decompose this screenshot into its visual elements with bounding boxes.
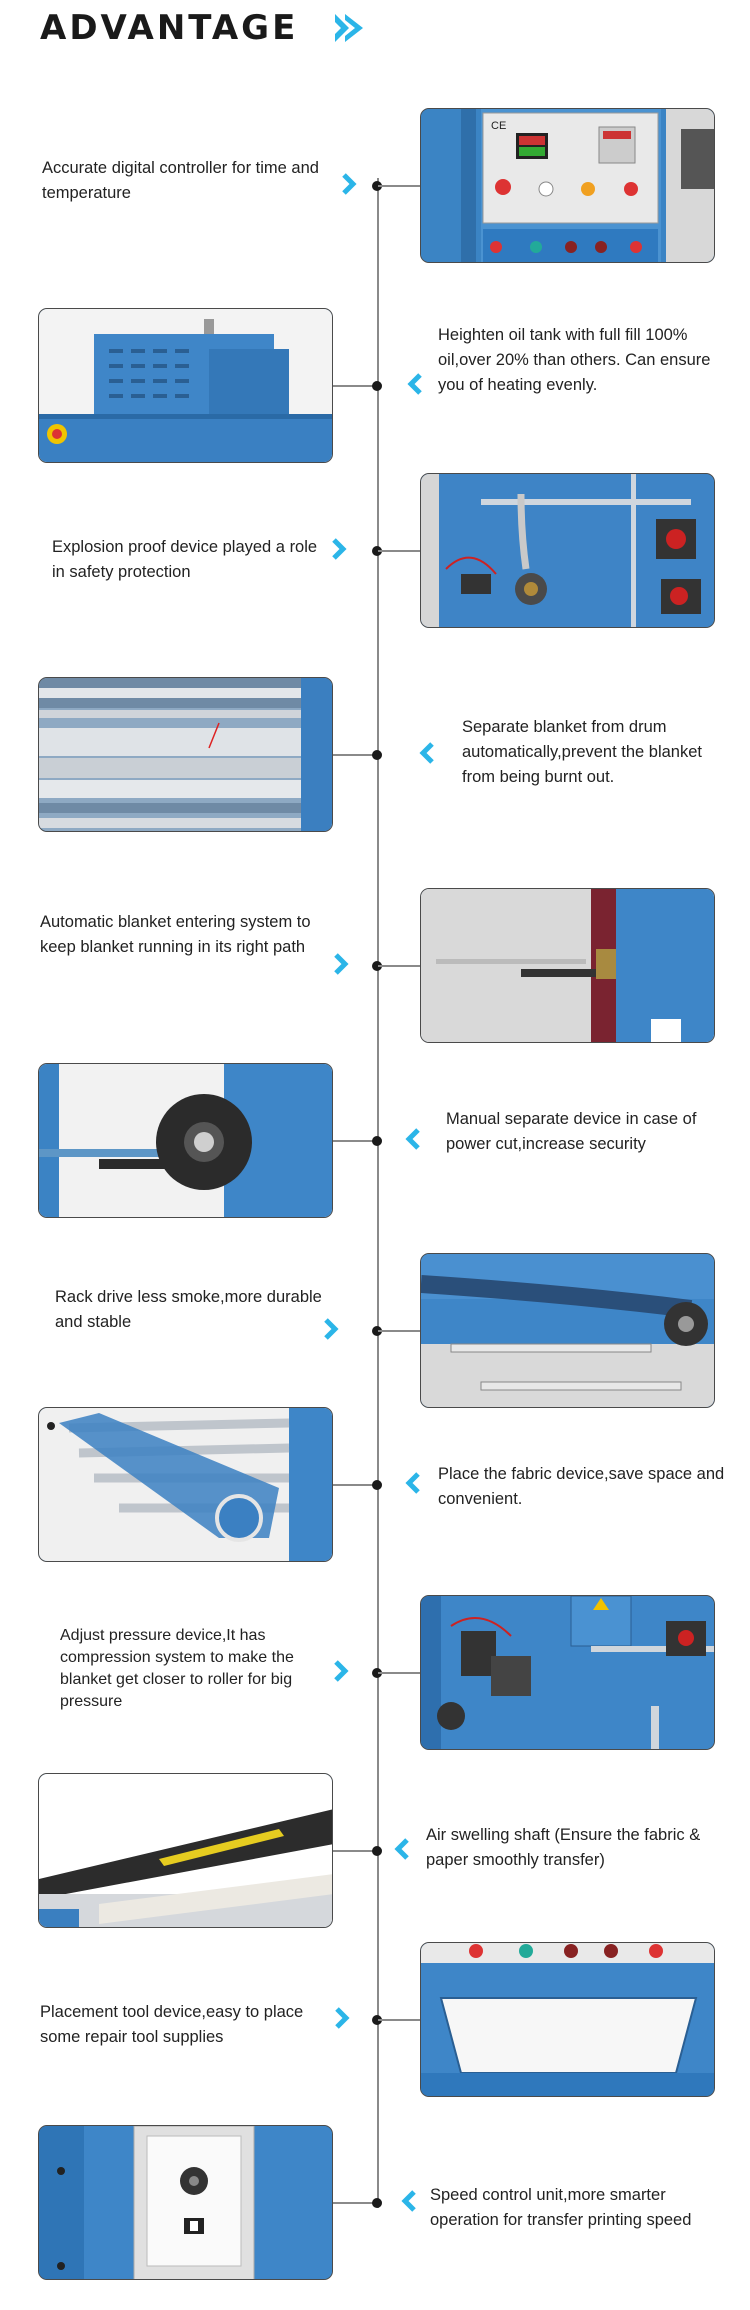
timeline-dot bbox=[372, 1480, 382, 1490]
connector-line bbox=[333, 385, 378, 387]
feature-item-fabric-device: Place the fabric device,save space and c… bbox=[0, 1407, 750, 1567]
feature-text: Explosion proof device played a role in … bbox=[52, 538, 318, 581]
connector-line bbox=[333, 1140, 378, 1142]
timeline-dot bbox=[372, 546, 382, 556]
explosion-proof-device-photo bbox=[420, 473, 715, 628]
connector-line bbox=[378, 965, 420, 967]
timeline-dot bbox=[372, 1326, 382, 1336]
feature-item-air-shaft: Air swelling shaft (Ensure the fabric & … bbox=[0, 1773, 750, 1933]
connector-line bbox=[378, 185, 420, 187]
timeline-dot bbox=[372, 1136, 382, 1146]
feature-text: Speed control unit,more smarter operatio… bbox=[430, 2186, 692, 2229]
feature-text: Adjust pressure device,It has compressio… bbox=[60, 1627, 294, 1710]
fabric-rack-photo bbox=[38, 1407, 333, 1562]
feature-item-controller: Accurate digital controller for time and… bbox=[0, 108, 750, 268]
chevron-right-icon bbox=[322, 1317, 340, 1341]
chevron-right-icon bbox=[332, 952, 350, 976]
timeline-dot bbox=[372, 961, 382, 971]
timeline-dot bbox=[372, 2015, 382, 2025]
feature-item-speed-control: Speed control unit,more smarter operatio… bbox=[0, 2125, 750, 2285]
timeline-dot bbox=[372, 2198, 382, 2208]
chevron-right-icon bbox=[333, 2006, 351, 2030]
tool-tray-photo bbox=[420, 1942, 715, 2097]
connector-line bbox=[333, 754, 378, 756]
connector-line bbox=[333, 1850, 378, 1852]
air-shaft-photo bbox=[38, 1773, 333, 1928]
feature-item-blanket-entering: Automatic blanket entering system to kee… bbox=[0, 888, 750, 1048]
chevron-left-icon bbox=[400, 2189, 418, 2213]
timeline-dot bbox=[372, 181, 382, 191]
feature-item-oil-tank: Heighten oil tank with full fill 100% oi… bbox=[0, 308, 750, 468]
timeline-line bbox=[377, 178, 379, 2208]
timeline-dot bbox=[372, 750, 382, 760]
chevron-left-icon bbox=[406, 372, 424, 396]
control-panel-photo: CE bbox=[420, 108, 715, 263]
connector-line bbox=[378, 1330, 420, 1332]
feature-item-manual-separate: Manual separate device in case of power … bbox=[0, 1063, 750, 1223]
feature-text: Place the fabric device,save space and c… bbox=[438, 1465, 725, 1508]
feature-text: Air swelling shaft (Ensure the fabric & … bbox=[426, 1826, 701, 1869]
speed-control-photo bbox=[38, 2125, 333, 2280]
timeline-dot bbox=[372, 381, 382, 391]
connector-line bbox=[378, 2019, 420, 2021]
feature-item-tool-tray: Placement tool device,easy to place some… bbox=[0, 1942, 750, 2102]
double-chevron-icon bbox=[333, 12, 369, 44]
oil-tank-photo bbox=[38, 308, 333, 463]
connector-line bbox=[378, 550, 420, 552]
rack-drive-photo bbox=[420, 1253, 715, 1408]
connector-line bbox=[378, 1672, 420, 1674]
chevron-left-icon bbox=[393, 1837, 411, 1861]
handwheel-photo bbox=[38, 1063, 333, 1218]
feature-item-rack-drive: Rack drive less smoke,more durable and s… bbox=[0, 1253, 750, 1413]
chevron-left-icon bbox=[404, 1471, 422, 1495]
feature-item-blanket-separator: Separate blanket from drum automatically… bbox=[0, 677, 750, 837]
blanket-separator-photo bbox=[38, 677, 333, 832]
feature-text: Heighten oil tank with full fill 100% oi… bbox=[438, 326, 711, 394]
blanket-entering-system-photo bbox=[420, 888, 715, 1043]
timeline-dot bbox=[372, 1846, 382, 1856]
chevron-right-icon bbox=[330, 537, 348, 561]
connector-line bbox=[333, 2202, 378, 2204]
feature-text: Automatic blanket entering system to kee… bbox=[40, 913, 311, 956]
timeline-dot bbox=[372, 1668, 382, 1678]
chevron-right-icon bbox=[332, 1659, 350, 1683]
feature-item-explosion-proof: Explosion proof device played a role in … bbox=[0, 473, 750, 633]
chevron-left-icon bbox=[404, 1127, 422, 1151]
feature-text: Rack drive less smoke,more durable and s… bbox=[55, 1288, 322, 1331]
feature-item-pressure-device: Adjust pressure device,It has compressio… bbox=[0, 1595, 750, 1755]
connector-line bbox=[333, 1484, 378, 1486]
chevron-right-icon bbox=[340, 172, 358, 196]
feature-text: Manual separate device in case of power … bbox=[446, 1110, 697, 1153]
page-title: ADVANTAGE bbox=[40, 8, 299, 48]
svg-text:CE: CE bbox=[491, 120, 506, 132]
feature-text: Placement tool device,easy to place some… bbox=[40, 2003, 304, 2046]
feature-text: Accurate digital controller for time and… bbox=[42, 159, 319, 202]
feature-text: Separate blanket from drum automatically… bbox=[462, 718, 702, 786]
chevron-left-icon bbox=[418, 741, 436, 765]
pressure-device-photo bbox=[420, 1595, 715, 1750]
